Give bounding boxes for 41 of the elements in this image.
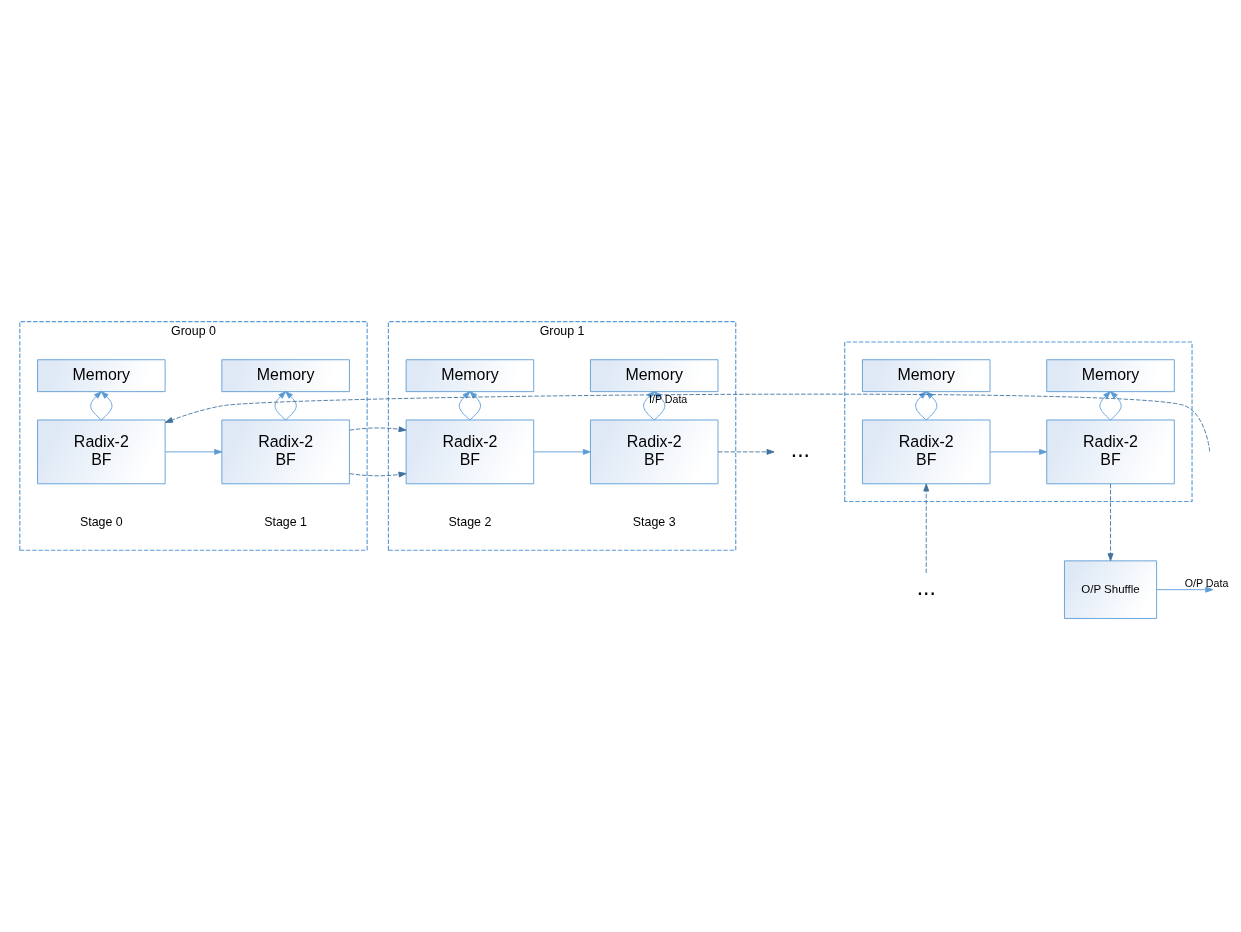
arrow: [923, 483, 930, 573]
node-box: O/P Shuffle: [1064, 559, 1158, 619]
arrow: [1110, 390, 1122, 420]
node-label: Stage 3: [632, 514, 676, 529]
node-label: Stage 1: [264, 514, 307, 529]
node-label: Stage 0: [79, 514, 123, 529]
arrow: [915, 390, 927, 420]
arrow: [458, 390, 471, 420]
node-box: Radix-2 BF: [1046, 419, 1175, 484]
node-box: Radix-2 BF: [37, 419, 166, 484]
node-box: Radix-2 BF: [862, 419, 991, 484]
arrow: [989, 448, 1048, 455]
arrow: [100, 390, 113, 420]
arrow: [165, 393, 1211, 452]
arrow: [1156, 586, 1214, 593]
arrow: [349, 425, 407, 477]
arrow: [285, 390, 297, 420]
arrow: [274, 390, 287, 420]
node-text: ...: [916, 573, 936, 600]
arrow: [717, 448, 775, 455]
edge-label: O/P Data: [1184, 576, 1229, 589]
arrow: [1099, 390, 1111, 420]
arrow: [533, 448, 591, 455]
node-text: ...: [790, 435, 811, 462]
node-box: Radix-2 BF: [589, 419, 719, 484]
node-box: Radix-2 BF: [405, 419, 535, 484]
node-box: Memory: [862, 358, 991, 392]
arrow: [469, 390, 481, 420]
arrow: [90, 390, 102, 420]
node-label: Stage 2: [448, 514, 492, 529]
node-box: Memory: [221, 358, 350, 392]
arrow: [1107, 483, 1114, 561]
cluster: [844, 340, 1193, 502]
node-box: Memory: [589, 358, 719, 392]
edge-label: I/P Data: [649, 392, 688, 405]
node-box: Memory: [1046, 358, 1175, 392]
arrow: [164, 448, 223, 455]
arrow: [925, 390, 938, 420]
node-box: Memory: [37, 358, 166, 392]
node-box: Memory: [405, 358, 535, 392]
node-box: Radix-2 BF: [221, 419, 350, 484]
